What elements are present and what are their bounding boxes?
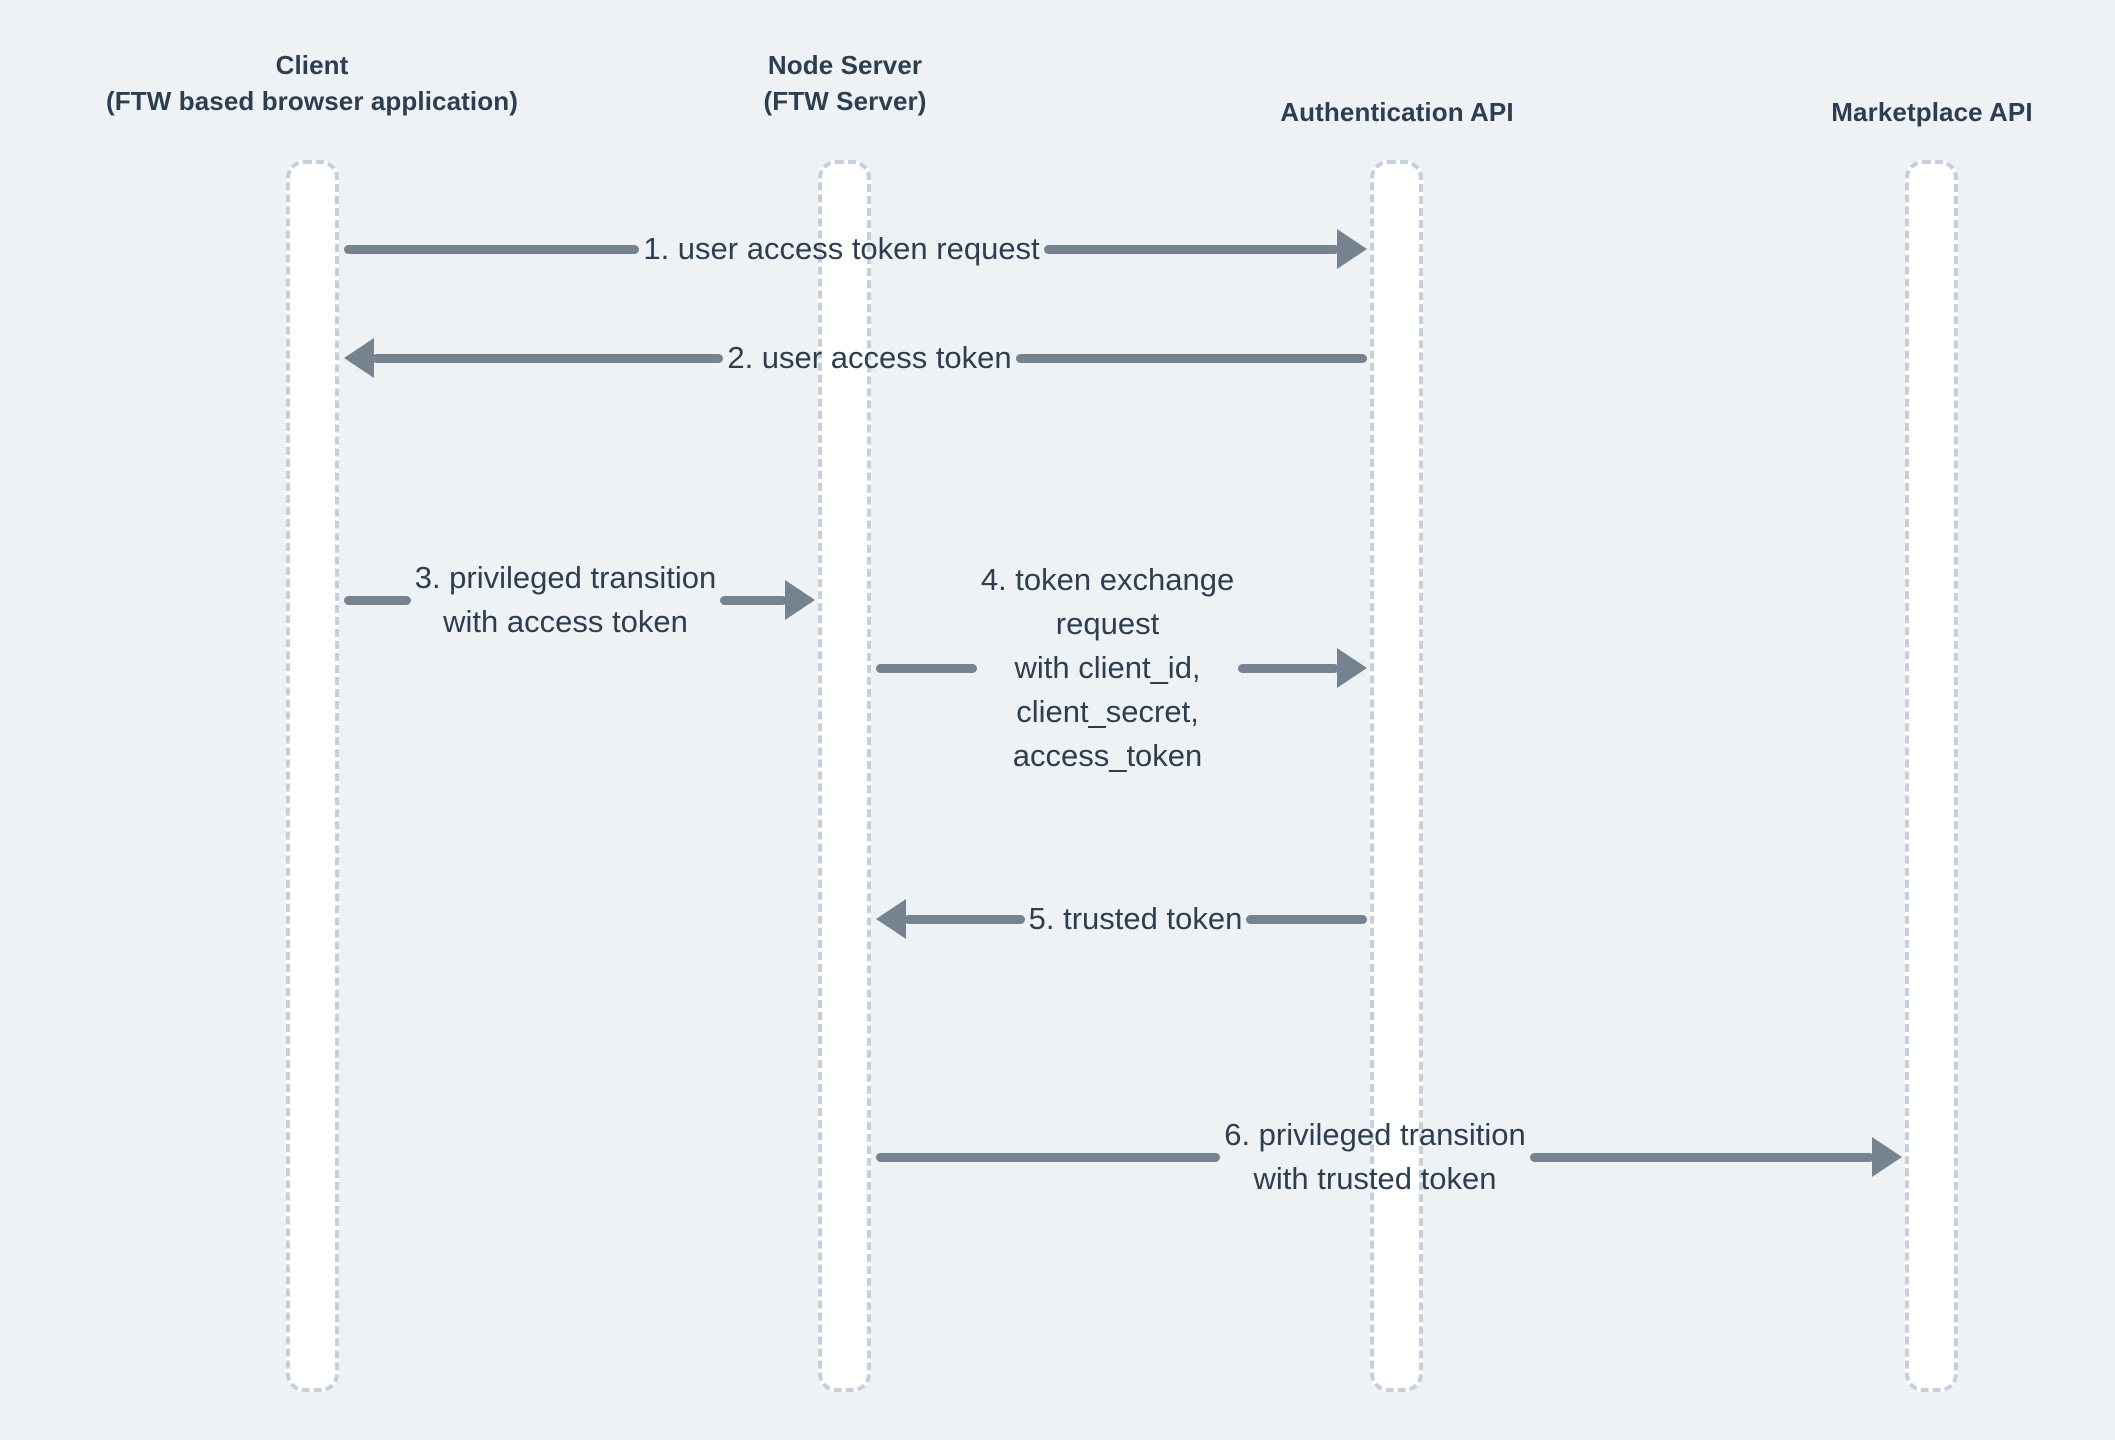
participant-name-line2: (FTW based browser application) xyxy=(106,85,518,116)
arrowhead-right-icon xyxy=(1872,1137,1902,1177)
message-line-left xyxy=(904,914,1025,924)
arrowhead-right-icon xyxy=(785,580,815,620)
message-line-right xyxy=(1238,663,1340,673)
message-line-left xyxy=(876,663,977,673)
message-line-right xyxy=(1043,244,1340,254)
participant-header-authentication-api: Authentication API xyxy=(1280,95,1513,131)
participant-header-marketplace-api: Marketplace API xyxy=(1831,95,2032,131)
message-line-left xyxy=(344,244,640,254)
arrowhead-right-icon xyxy=(1337,648,1368,688)
message-3-label: 3. privileged transition with access tok… xyxy=(414,559,717,639)
lifeline-node-server xyxy=(818,160,871,1392)
message-1: 1. user access token request xyxy=(344,228,1368,270)
participant-name-line1: Marketplace API xyxy=(1831,97,2033,127)
participant-name-line1: Node Server xyxy=(767,50,923,80)
message-line-left xyxy=(344,595,411,605)
participant-header-node-server: Node Server (FTW Server) xyxy=(763,48,926,120)
message-line-right xyxy=(1246,914,1367,924)
message-line-right xyxy=(1015,353,1368,363)
lifeline-authentication-api xyxy=(1370,160,1423,1392)
message-2-label: 2. user access token xyxy=(727,340,1012,375)
message-6: 6. privileged transition with trusted to… xyxy=(876,1107,1902,1207)
message-line-right xyxy=(720,595,787,605)
arrowhead-left-icon xyxy=(344,338,374,378)
message-line-left xyxy=(372,353,724,363)
message-1-label: 1. user access token request xyxy=(643,231,1040,266)
message-6-label: 6. privileged transition with trusted to… xyxy=(1224,1116,1526,1196)
message-2: 2. user access token xyxy=(344,337,1368,379)
participant-name-line2: (FTW Server) xyxy=(763,85,927,116)
participant-name-line1: Client xyxy=(275,50,349,80)
message-line-left xyxy=(876,1152,1221,1162)
lifeline-marketplace-api xyxy=(1905,160,1958,1392)
arrowhead-right-icon xyxy=(1337,229,1368,269)
arrowhead-left-icon xyxy=(876,899,906,939)
message-4-label: 4. token exchange request with client_id… xyxy=(980,561,1235,774)
lifeline-client xyxy=(286,160,339,1392)
message-4: 4. token exchange request with client_id… xyxy=(876,540,1368,796)
message-5-label: 5. trusted token xyxy=(1028,901,1243,936)
message-5: 5. trusted token xyxy=(876,898,1367,940)
message-3: 3. privileged transition with access tok… xyxy=(344,550,815,650)
participant-header-client: Client (FTW based browser application) xyxy=(106,48,518,120)
message-line-right xyxy=(1529,1152,1874,1162)
participant-name-line1: Authentication API xyxy=(1280,97,1514,127)
